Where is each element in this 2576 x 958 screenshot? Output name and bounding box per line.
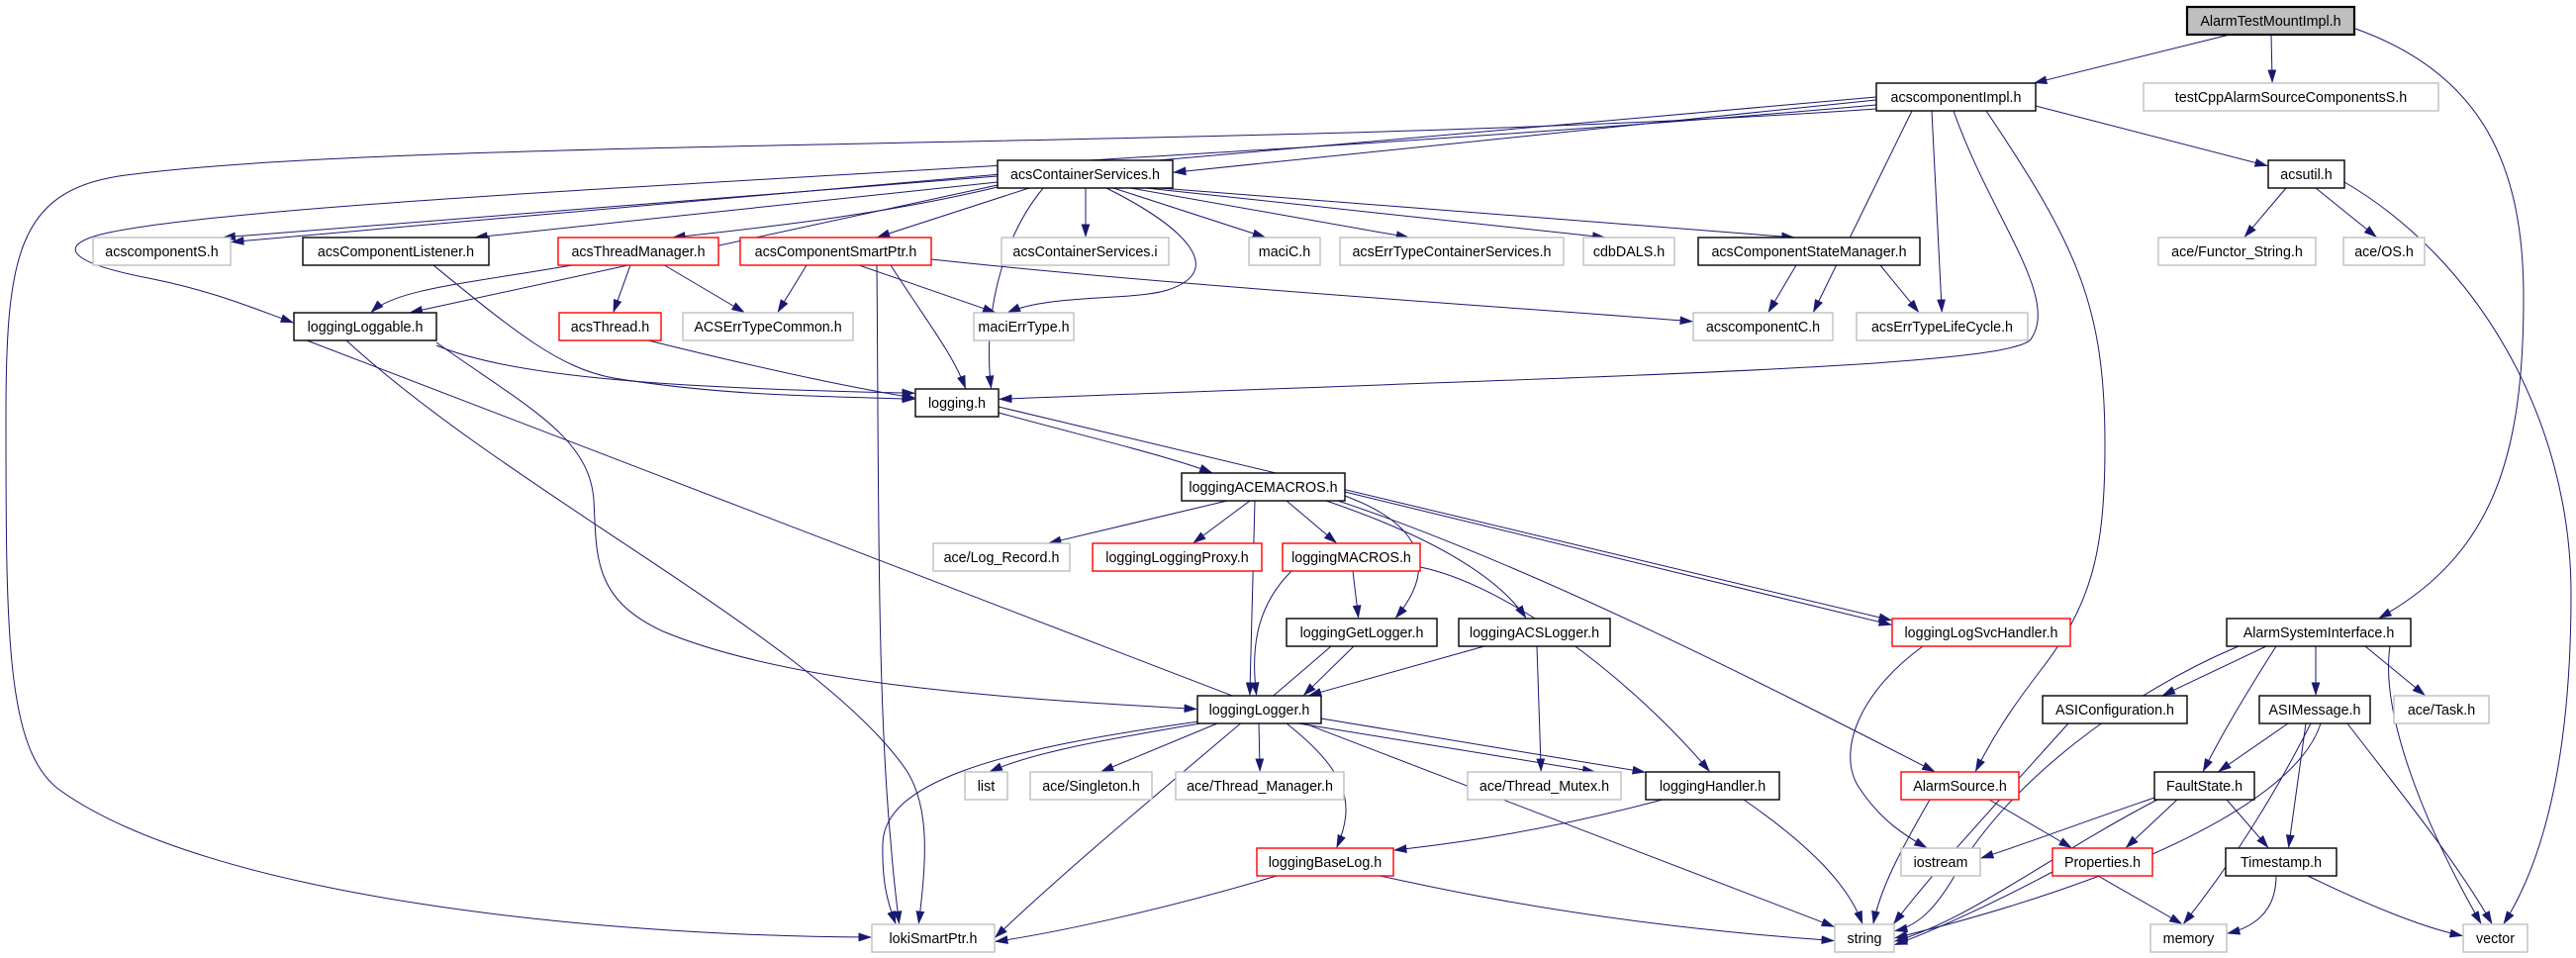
svg-text:acscomponentS.h: acscomponentS.h	[105, 244, 218, 260]
svg-text:loggingLoggable.h: loggingLoggable.h	[308, 320, 424, 335]
svg-text:lokiSmartPtr.h: lokiSmartPtr.h	[890, 931, 978, 947]
svg-text:logging.h: logging.h	[928, 396, 986, 412]
svg-text:loggingLogSvcHandler.h: loggingLogSvcHandler.h	[1905, 625, 2058, 641]
svg-text:ACSErrTypeCommon.h: ACSErrTypeCommon.h	[694, 320, 841, 335]
svg-text:acsErrTypeLifeCycle.h: acsErrTypeLifeCycle.h	[1871, 320, 2013, 335]
svg-text:ASIMessage.h: ASIMessage.h	[2269, 703, 2361, 718]
svg-text:loggingHandler.h: loggingHandler.h	[1660, 779, 1765, 795]
svg-text:AlarmSource.h: AlarmSource.h	[1913, 779, 2007, 795]
svg-text:acsThread.h: acsThread.h	[571, 320, 650, 335]
svg-text:maciC.h: maciC.h	[1259, 244, 1310, 260]
svg-text:list: list	[978, 779, 996, 795]
svg-text:loggingLoggingProxy.h: loggingLoggingProxy.h	[1105, 550, 1248, 566]
svg-text:ace/OS.h: ace/OS.h	[2354, 244, 2414, 260]
svg-text:AlarmTestMountImpl.h: AlarmTestMountImpl.h	[2200, 14, 2340, 30]
svg-text:acsComponentStateManager.h: acsComponentStateManager.h	[1711, 244, 1906, 260]
svg-text:memory: memory	[2163, 931, 2215, 947]
svg-text:string: string	[1848, 931, 1882, 947]
svg-text:ace/Functor_String.h: ace/Functor_String.h	[2171, 244, 2303, 260]
svg-text:ace/Singleton.h: ace/Singleton.h	[1042, 779, 1140, 795]
svg-text:Properties.h: Properties.h	[2064, 855, 2141, 871]
svg-text:loggingBaseLog.h: loggingBaseLog.h	[1269, 855, 1383, 871]
svg-text:ace/Log_Record.h: ace/Log_Record.h	[944, 550, 1060, 566]
svg-text:ace/Thread_Mutex.h: ace/Thread_Mutex.h	[1479, 779, 1609, 795]
svg-text:loggingACSLogger.h: loggingACSLogger.h	[1470, 625, 1599, 641]
svg-text:acsutil.h: acsutil.h	[2280, 167, 2332, 183]
svg-text:iostream: iostream	[1914, 855, 1968, 871]
svg-text:loggingACEMACROS.h: loggingACEMACROS.h	[1189, 480, 1337, 496]
svg-text:vector: vector	[2476, 931, 2515, 947]
svg-text:acscomponentImpl.h: acscomponentImpl.h	[1891, 90, 2022, 106]
svg-text:acsContainerServices.i: acsContainerServices.i	[1012, 244, 1157, 260]
svg-text:loggingLogger.h: loggingLogger.h	[1209, 703, 1310, 718]
svg-text:FaultState.h: FaultState.h	[2166, 779, 2242, 795]
svg-text:loggingMACROS.h: loggingMACROS.h	[1291, 550, 1411, 566]
svg-text:acsContainerServices.h: acsContainerServices.h	[1010, 167, 1160, 183]
svg-text:AlarmSystemInterface.h: AlarmSystemInterface.h	[2243, 625, 2395, 641]
svg-text:cdbDALS.h: cdbDALS.h	[1593, 244, 1665, 260]
svg-text:ace/Thread_Manager.h: ace/Thread_Manager.h	[1187, 779, 1333, 795]
svg-text:testCppAlarmSourceComponentsS.: testCppAlarmSourceComponentsS.h	[2175, 90, 2407, 106]
svg-text:acsComponentListener.h: acsComponentListener.h	[318, 244, 474, 260]
svg-text:acscomponentC.h: acscomponentC.h	[1706, 320, 1820, 335]
svg-text:acsComponentSmartPtr.h: acsComponentSmartPtr.h	[755, 244, 917, 260]
svg-text:acsErrTypeContainerServices.h: acsErrTypeContainerServices.h	[1352, 244, 1551, 260]
svg-text:Timestamp.h: Timestamp.h	[2241, 855, 2322, 871]
svg-text:maciErrType.h: maciErrType.h	[978, 320, 1069, 335]
svg-text:ASIConfiguration.h: ASIConfiguration.h	[2055, 703, 2174, 718]
svg-text:loggingGetLogger.h: loggingGetLogger.h	[1300, 625, 1424, 641]
svg-text:acsThreadManager.h: acsThreadManager.h	[571, 244, 705, 260]
svg-text:ace/Task.h: ace/Task.h	[2408, 703, 2475, 718]
